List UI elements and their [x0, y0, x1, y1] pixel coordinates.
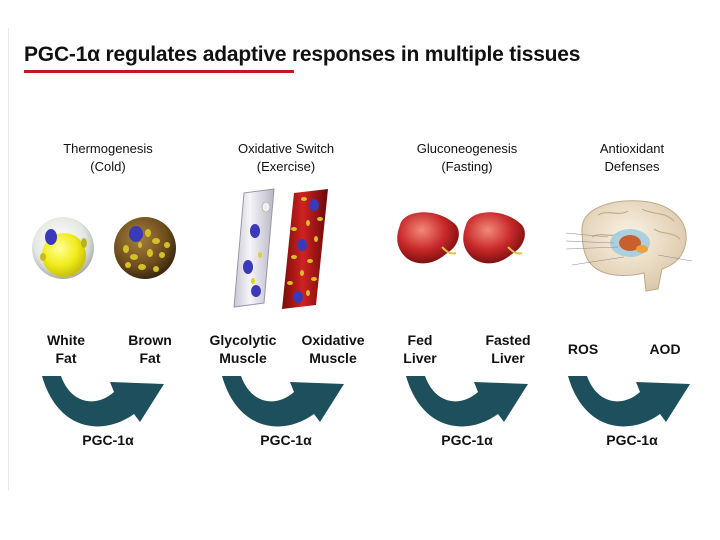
- oxidative-muscle-label: Oxidative Muscle: [301, 332, 365, 366]
- panel-heading: Gluconeogenesis (Fasting): [384, 140, 550, 176]
- brown-fat-label: Brown Fat: [128, 332, 172, 366]
- curved-arrow-icon: [222, 376, 344, 427]
- fasted-liver-label: Fasted Liver: [485, 332, 531, 366]
- fed-liver-icon: [397, 212, 459, 264]
- glycolytic-fiber-icon: [233, 188, 275, 308]
- pgc1a-label: PGC-1α: [82, 432, 134, 448]
- panel-gluconeogenesis: Gluconeogenesis (Fasting) Fed Liv: [384, 0, 550, 540]
- aod-label: AOD: [649, 341, 681, 357]
- curved-arrow-icon: [42, 376, 164, 427]
- left-rule: [8, 28, 9, 490]
- curved-arrow-icon: [406, 376, 528, 427]
- fed-liver-label: Fed Liver: [403, 332, 437, 366]
- panel-heading: Antioxidant Defenses: [558, 140, 706, 176]
- title-underline: [24, 70, 294, 73]
- heading-line-1: Antioxidant: [599, 141, 665, 156]
- heading-line-2: Defenses: [604, 159, 660, 174]
- white-fat-cell-icon: [32, 217, 94, 279]
- curved-arrow-icon: [568, 376, 690, 427]
- fat-cells-illustration: [32, 217, 176, 279]
- glycolytic-muscle-label: Glycolytic Muscle: [209, 332, 277, 366]
- heading-line-1: Thermogenesis: [63, 141, 153, 156]
- fasted-liver-icon: [463, 212, 525, 264]
- liver-illustration: [397, 212, 525, 264]
- heading-line-1: Oxidative Switch: [237, 141, 335, 156]
- muscle-fibers-illustration: [233, 188, 328, 309]
- brain-icon: [565, 200, 693, 292]
- oxidative-fiber-icon: [282, 189, 328, 309]
- heading-line-2: (Fasting): [441, 159, 493, 174]
- pgc1a-label: PGC-1α: [260, 432, 312, 448]
- heading-line-2: (Cold): [90, 159, 126, 174]
- slide-title: PGC-1α regulates adaptive responses in m…: [24, 43, 581, 66]
- panel-oxidative-switch: Oxidative Switch (Exercise): [198, 0, 374, 540]
- heading-line-1: Gluconeogenesis: [416, 141, 518, 156]
- ros-label: ROS: [567, 341, 599, 357]
- panel-thermogenesis: Thermogenesis (Cold): [22, 0, 194, 540]
- panel-heading: Oxidative Switch (Exercise): [198, 140, 374, 176]
- brain-illustration: [565, 200, 693, 292]
- heading-line-2: (Exercise): [256, 159, 316, 174]
- white-fat-label: White Fat: [46, 332, 86, 366]
- pgc1a-label: PGC-1α: [441, 432, 493, 448]
- panel-antioxidant-defenses: Antioxidant Defenses: [558, 0, 706, 540]
- brown-fat-cell-icon: [114, 217, 176, 279]
- pgc1a-label: PGC-1α: [606, 432, 658, 448]
- panel-heading: Thermogenesis (Cold): [22, 140, 194, 176]
